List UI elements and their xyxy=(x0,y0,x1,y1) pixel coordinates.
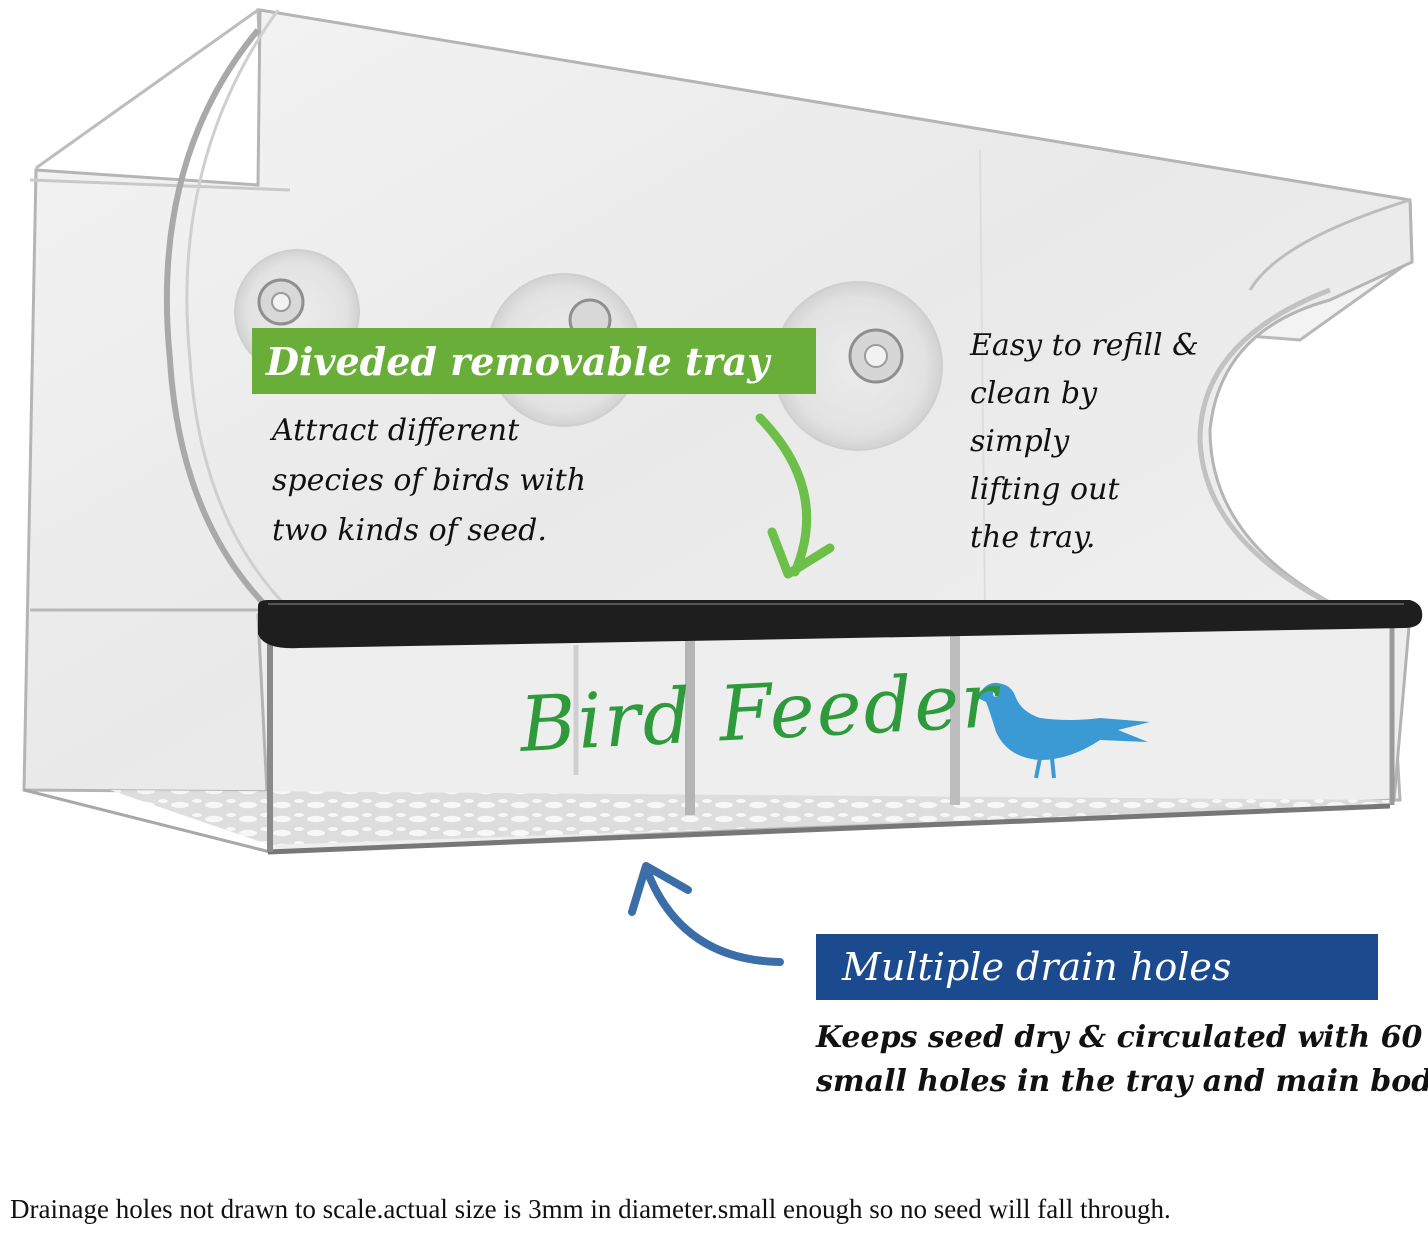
tray-label: Diveded removable tray xyxy=(266,338,770,384)
tray-description-line: two kinds of seed. xyxy=(272,513,547,548)
drain-description-line: Keeps seed dry & circulated with 60 xyxy=(816,1020,1423,1055)
footnote: Drainage holes not drawn to scale.actual… xyxy=(10,1194,1171,1224)
drain-label-background xyxy=(816,934,1378,1000)
drain-label: Multiple drain holes xyxy=(842,945,1232,989)
green-arrow-icon xyxy=(755,413,835,579)
refill-description-line: clean by xyxy=(970,376,1098,411)
blue-arrow-icon xyxy=(628,862,784,966)
tray-description-line: species of birds with xyxy=(272,463,587,498)
refill-description: Easy to refill & clean by simply lifting… xyxy=(970,322,1199,562)
divided-tray xyxy=(23,600,1423,855)
refill-description-line: Easy to refill & xyxy=(970,328,1199,363)
tray-description: Attract different species of birds with … xyxy=(272,406,586,556)
refill-description-line: lifting out xyxy=(970,472,1120,507)
refill-description-line: the tray. xyxy=(970,520,1096,555)
tray-label-background xyxy=(252,328,816,394)
drain-description: Keeps seed dry & circulated with 60 smal… xyxy=(816,1016,1428,1104)
suction-cup-icon xyxy=(773,281,943,451)
refill-description-line: simply xyxy=(970,424,1070,459)
tray-description-line: Attract different xyxy=(272,413,520,448)
bird-icon xyxy=(974,682,1150,779)
drain-description-line: small holes in the tray and main body. xyxy=(816,1064,1428,1099)
